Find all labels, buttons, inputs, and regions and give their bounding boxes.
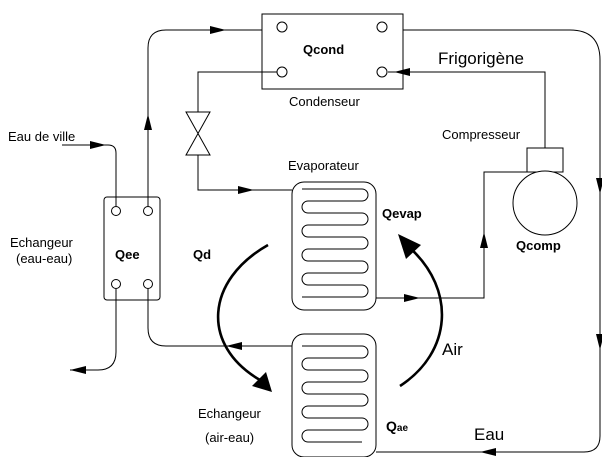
condenseur-label: Condenseur <box>289 94 360 109</box>
water-loop <box>62 26 602 456</box>
expansion-valve-icon <box>185 111 211 156</box>
arrow-into-condenser-water <box>210 26 226 34</box>
wwx-port-tl <box>111 206 121 216</box>
qevap-label: Qevap <box>382 206 422 221</box>
wwx-port-bl <box>111 279 121 289</box>
eau-label: Eau <box>474 425 504 444</box>
compressor-head <box>526 147 564 173</box>
air-water-exchanger <box>291 333 377 457</box>
compressor-body <box>512 170 578 236</box>
air-water-exchanger-coil <box>301 345 369 443</box>
evaporator-coil <box>301 188 369 298</box>
water-outlet <box>70 289 117 371</box>
arrow-return-to-wwx <box>226 342 242 350</box>
evaporator <box>291 181 377 311</box>
condenser-port-bl <box>276 66 288 78</box>
condenser-port-tr <box>376 21 388 33</box>
qd-arrow-head <box>252 372 272 392</box>
refrigerant-loop <box>197 68 546 302</box>
heat-flow-arrows <box>216 234 444 392</box>
refrigerant-pipe-compressor-to-condenser <box>388 71 546 148</box>
echangeur-ee-label-2: (eau-eau) <box>16 251 72 266</box>
air-arrow-head <box>398 234 421 259</box>
echangeur-ae-label-2: (air-eau) <box>205 430 254 445</box>
echangeur-ae-label-1: Echangeur <box>198 406 262 421</box>
arrow-right-down-2 <box>596 334 602 350</box>
qae-sub: ae <box>397 423 409 434</box>
condenser-port-tl <box>276 21 288 33</box>
echangeur-ee-label-1: Echangeur <box>10 235 74 250</box>
arrow-evaporator-out <box>404 294 420 302</box>
refrigerant-pipe-to-valve <box>197 71 277 112</box>
city-water-inlet <box>62 144 117 206</box>
frigorigene-label: Frigorigène <box>438 49 524 68</box>
condenser <box>261 13 404 90</box>
wwx-port-tr <box>143 206 153 216</box>
arrow-up-to-condenser <box>144 114 152 130</box>
evaporator-box <box>291 181 377 311</box>
qae-main: Q <box>386 418 397 434</box>
air-water-exchanger-box <box>291 333 377 457</box>
qd-flow-arc <box>216 243 269 382</box>
compresseur-label: Compresseur <box>442 127 521 142</box>
water-pipe-airwater-to-wwx <box>147 289 292 347</box>
air-label: Air <box>442 340 463 359</box>
qd-label: Qd <box>193 247 211 262</box>
water-pipe-to-condenser <box>147 29 262 206</box>
arrow-water-return <box>480 448 496 456</box>
water-water-exchanger <box>103 196 161 301</box>
eau-de-ville-label: Eau de ville <box>8 129 75 144</box>
water-water-exchanger-box <box>103 196 161 301</box>
arrow-to-compressor <box>480 232 488 248</box>
water-pipe-condenser-to-airwater <box>376 29 601 453</box>
compressor <box>512 147 578 236</box>
evaporateur-label: Evaporateur <box>288 158 359 173</box>
arrow-water-out <box>70 366 86 374</box>
wwx-port-br <box>143 279 153 289</box>
arrow-city-water <box>90 141 106 149</box>
air-flow-arc <box>399 247 444 388</box>
qee-label: Qee <box>115 247 140 262</box>
refrigerant-pipe-valve-to-evaporator <box>197 155 292 191</box>
qae-label: Qae <box>386 418 408 434</box>
condenser-port-br <box>376 66 388 78</box>
arrow-into-condenser <box>394 68 410 76</box>
qcomp-label: Qcomp <box>516 238 561 253</box>
qcond-label: Qcond <box>303 42 344 57</box>
arrow-right-down-1 <box>596 178 602 194</box>
arrow-into-evaporator <box>238 186 254 194</box>
